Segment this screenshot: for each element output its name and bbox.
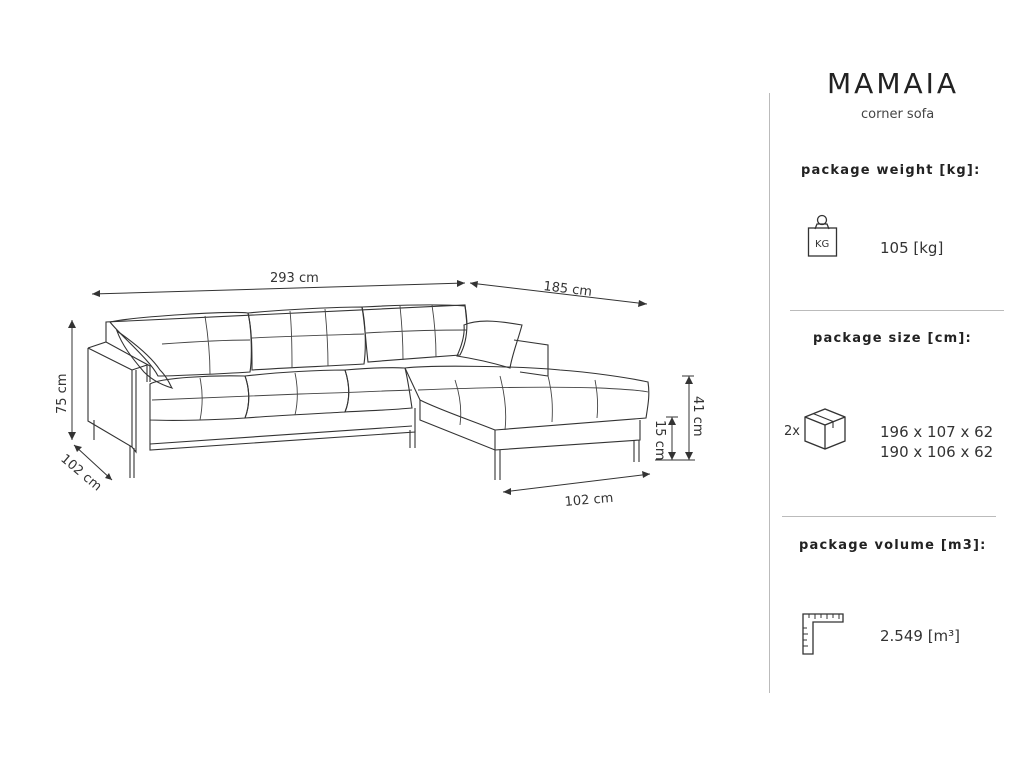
seat-height-label: 41 cm — [690, 396, 705, 437]
sofa-diagram: 293 cm 185 cm 75 cm 102 cm 102 cm 41 cm … — [55, 271, 705, 510]
volume-heading: package volume [m3]: — [799, 538, 987, 553]
weight-kg-icon: KG — [806, 213, 840, 259]
chaise-depth-label: 102 cm — [564, 491, 614, 510]
leg-height-label: 15 cm — [652, 420, 667, 461]
chaise-depth-dimension-line — [502, 473, 651, 493]
size-heading: package size [cm]: — [813, 331, 972, 346]
size-value-1: 196 x 107 x 62 — [880, 423, 994, 441]
weight-heading: package weight [kg]: — [801, 163, 981, 178]
depth-label: 102 cm — [57, 452, 104, 495]
size-value-2: 190 x 106 x 62 — [880, 443, 994, 461]
weight-icon-text: KG — [815, 239, 829, 250]
product-subtitle: corner sofa — [861, 107, 935, 122]
product-title: MAMAIA — [827, 67, 960, 100]
height-label: 75 cm — [55, 374, 70, 415]
size-multiplier: 2x — [784, 424, 800, 439]
ruler-corner-icon — [801, 612, 845, 656]
volume-value: 2.549 [m³] — [880, 627, 961, 645]
width-label: 293 cm — [270, 271, 319, 286]
chaise-length-label: 185 cm — [543, 279, 593, 300]
dimension-lines — [68, 280, 695, 495]
weight-value: 105 [kg] — [880, 239, 944, 257]
box-icon — [802, 406, 848, 452]
divider-2 — [782, 516, 996, 517]
width-dimension-line — [91, 282, 466, 295]
divider-1 — [790, 310, 1004, 311]
sofa-outline — [87, 304, 650, 480]
chaise-length-dimension-line — [469, 282, 648, 305]
vertical-divider — [769, 93, 770, 693]
depth-dimension-line — [73, 444, 113, 481]
